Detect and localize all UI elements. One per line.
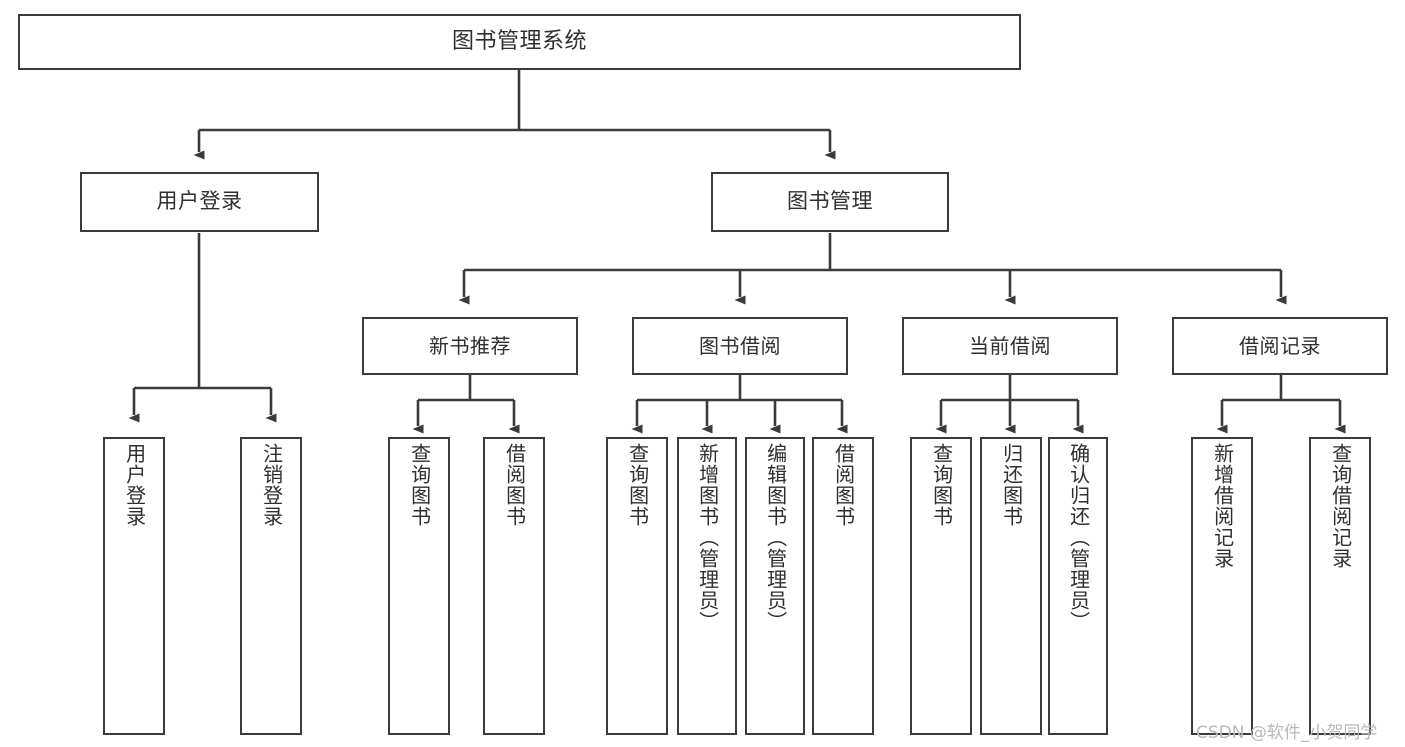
node-leaf-borrow-book-1[interactable]: 借阅图书: [483, 437, 545, 735]
node-leaf-query-book-2[interactable]: 查询图书: [606, 437, 668, 735]
node-leaf-return-book[interactable]: 归还图书: [980, 437, 1042, 735]
node-leaf-confirm-return-label: 确认归还（管理员）: [1066, 443, 1091, 632]
node-book-manage[interactable]: 图书管理: [711, 172, 949, 232]
node-leaf-borrow-book-1-label: 借阅图书: [502, 443, 527, 527]
node-leaf-query-book-3-label: 查询图书: [929, 443, 954, 527]
node-leaf-logout[interactable]: 注销登录: [240, 437, 302, 735]
node-book-manage-label: 图书管理: [787, 189, 873, 214]
node-leaf-add-record[interactable]: 新增借阅记录: [1191, 437, 1253, 735]
node-leaf-borrow-book-2-label: 借阅图书: [831, 443, 856, 527]
node-leaf-return-book-label: 归还图书: [999, 443, 1024, 527]
node-user-login[interactable]: 用户登录: [80, 172, 319, 232]
node-new-book-rec[interactable]: 新书推荐: [362, 317, 578, 375]
node-leaf-add-record-label: 新增借阅记录: [1210, 443, 1235, 569]
node-leaf-borrow-book-2[interactable]: 借阅图书: [812, 437, 874, 735]
node-leaf-query-book-1-label: 查询图书: [407, 443, 432, 527]
node-root[interactable]: 图书管理系统: [18, 14, 1021, 70]
node-borrow-record-label: 借阅记录: [1239, 333, 1321, 358]
node-book-borrow-label: 图书借阅: [699, 333, 781, 358]
node-leaf-query-record-label: 查询借阅记录: [1328, 443, 1353, 569]
node-leaf-add-book-label: 新增图书（管理员）: [695, 443, 720, 632]
node-leaf-query-book-3[interactable]: 查询图书: [910, 437, 972, 735]
node-leaf-edit-book[interactable]: 编辑图书（管理员）: [745, 437, 805, 735]
node-user-login-label: 用户登录: [156, 189, 243, 214]
node-leaf-edit-book-label: 编辑图书（管理员）: [763, 443, 788, 632]
node-leaf-query-book-1[interactable]: 查询图书: [388, 437, 450, 735]
node-borrow-record[interactable]: 借阅记录: [1172, 317, 1388, 375]
node-leaf-logout-label: 注销登录: [259, 443, 284, 527]
node-current-borrow-label: 当前借阅: [969, 333, 1051, 358]
csdn-watermark: CSDN @软件_小贺同学: [1196, 723, 1378, 743]
node-leaf-query-book-2-label: 查询图书: [625, 443, 650, 527]
node-new-book-rec-label: 新书推荐: [429, 333, 511, 358]
node-leaf-add-book[interactable]: 新增图书（管理员）: [677, 437, 737, 735]
node-book-borrow[interactable]: 图书借阅: [632, 317, 848, 375]
node-leaf-query-record[interactable]: 查询借阅记录: [1309, 437, 1371, 735]
node-current-borrow[interactable]: 当前借阅: [902, 317, 1118, 375]
node-leaf-user-login[interactable]: 用户登录: [103, 437, 165, 735]
node-root-label: 图书管理系统: [451, 28, 587, 54]
node-leaf-confirm-return[interactable]: 确认归还（管理员）: [1048, 437, 1108, 735]
node-leaf-user-login-label: 用户登录: [122, 443, 147, 527]
